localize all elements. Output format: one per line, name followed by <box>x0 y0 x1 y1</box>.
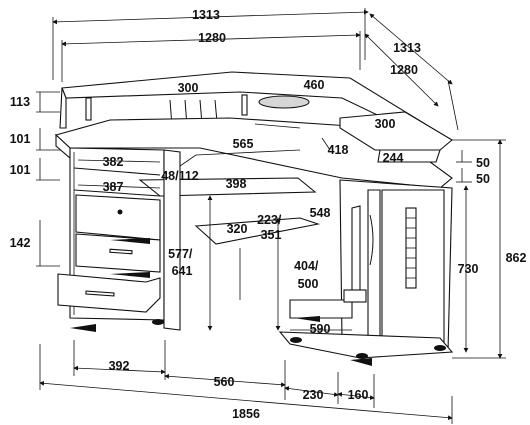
dim-404-500: 404/ 500 <box>294 259 322 291</box>
dim-862: 862 <box>506 251 527 265</box>
dim-590: 590 <box>310 322 331 336</box>
dim-387: 387 <box>103 180 124 194</box>
dim-418: 418 <box>328 143 349 157</box>
dim-1856: 1856 <box>232 407 260 421</box>
dim-404-line1: 404/ <box>294 259 319 273</box>
dim-230: 230 <box>303 388 324 402</box>
dim-244: 244 <box>383 151 404 165</box>
desk-body <box>54 71 454 366</box>
dim-730: 730 <box>458 262 479 276</box>
dim-48-112: 48/112 <box>161 169 199 183</box>
dim-404-line2: 500 <box>298 277 319 291</box>
dim-101-a: 101 <box>10 132 31 146</box>
dim-1280-top: 1280 <box>198 31 226 45</box>
cd-rack-lines <box>406 217 416 279</box>
dim-300-right-shelf: 300 <box>375 117 396 131</box>
dim-223-line1: 223/ <box>257 213 282 227</box>
dim-565: 565 <box>233 137 254 151</box>
top-dimension-lines <box>52 8 459 131</box>
left-dimension-lines <box>36 91 60 267</box>
dim-548: 548 <box>310 206 331 220</box>
interior-dimension-lines <box>77 123 352 331</box>
right-dimension-lines <box>452 139 506 359</box>
dimension-labels: 1313 1280 1313 1280 300 460 300 565 418 … <box>10 8 527 421</box>
dim-320: 320 <box>227 222 248 236</box>
dim-577-641: 577/ 641 <box>168 247 196 278</box>
dim-300-left-shelf: 300 <box>178 81 199 95</box>
dim-142: 142 <box>10 236 31 250</box>
bottom-dimension-lines <box>39 340 453 424</box>
dim-223-351: 223/ 351 <box>257 213 285 242</box>
dim-1313-top: 1313 <box>192 8 220 22</box>
dim-398: 398 <box>226 177 247 191</box>
dim-577-line1: 577/ <box>168 247 193 261</box>
dim-1280-side: 1280 <box>390 63 418 77</box>
dim-50-a: 50 <box>476 156 490 170</box>
dim-113: 113 <box>10 95 30 109</box>
dim-223-line2: 351 <box>261 228 282 242</box>
dim-560: 560 <box>214 375 235 389</box>
dim-160: 160 <box>348 388 369 402</box>
dim-382: 382 <box>103 155 124 169</box>
dim-50-b: 50 <box>476 172 490 186</box>
dim-577-line2: 641 <box>172 264 193 278</box>
dim-101-b: 101 <box>10 163 31 177</box>
dim-392: 392 <box>109 359 130 373</box>
dim-1313-side: 1313 <box>393 41 421 55</box>
dim-460: 460 <box>304 78 325 92</box>
